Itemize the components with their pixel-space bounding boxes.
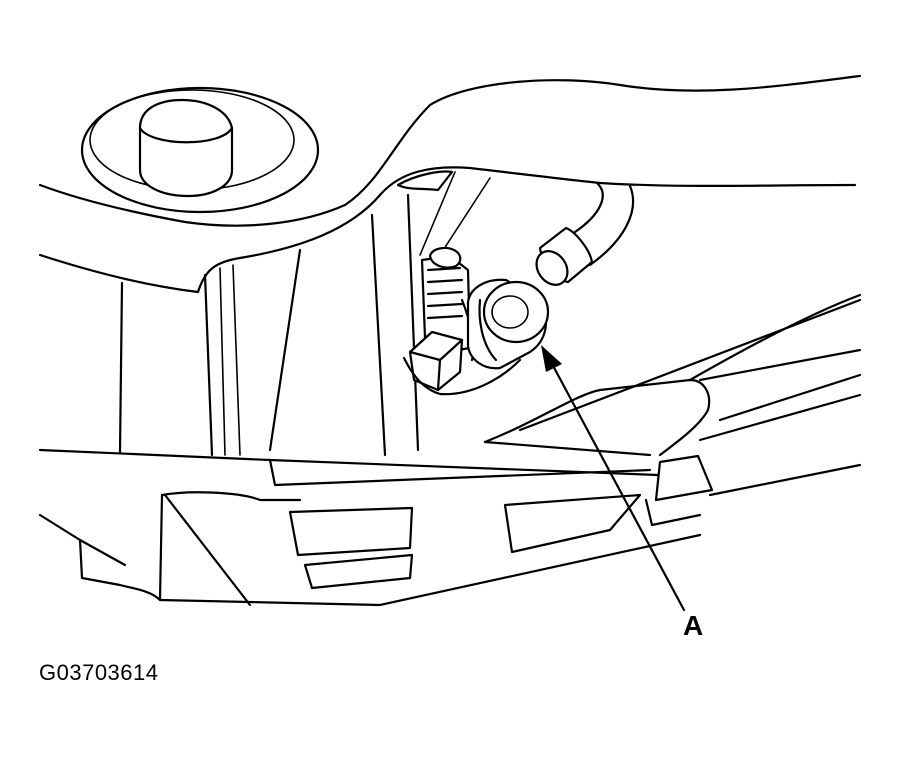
side-bracket [118, 170, 491, 457]
upper-mount [80, 86, 320, 214]
adjuster-bolt-assembly [402, 246, 522, 396]
lower-cross-member [268, 293, 862, 497]
callout-label-a: A [683, 610, 704, 641]
sensor-component [466, 278, 550, 370]
mounting-tab [644, 454, 714, 527]
pipe-fitting [535, 181, 635, 286]
figure-id: G03703614 [39, 660, 159, 685]
leader-line-a [541, 345, 686, 612]
frame-outline [38, 74, 862, 462]
lower-plate [38, 491, 702, 607]
